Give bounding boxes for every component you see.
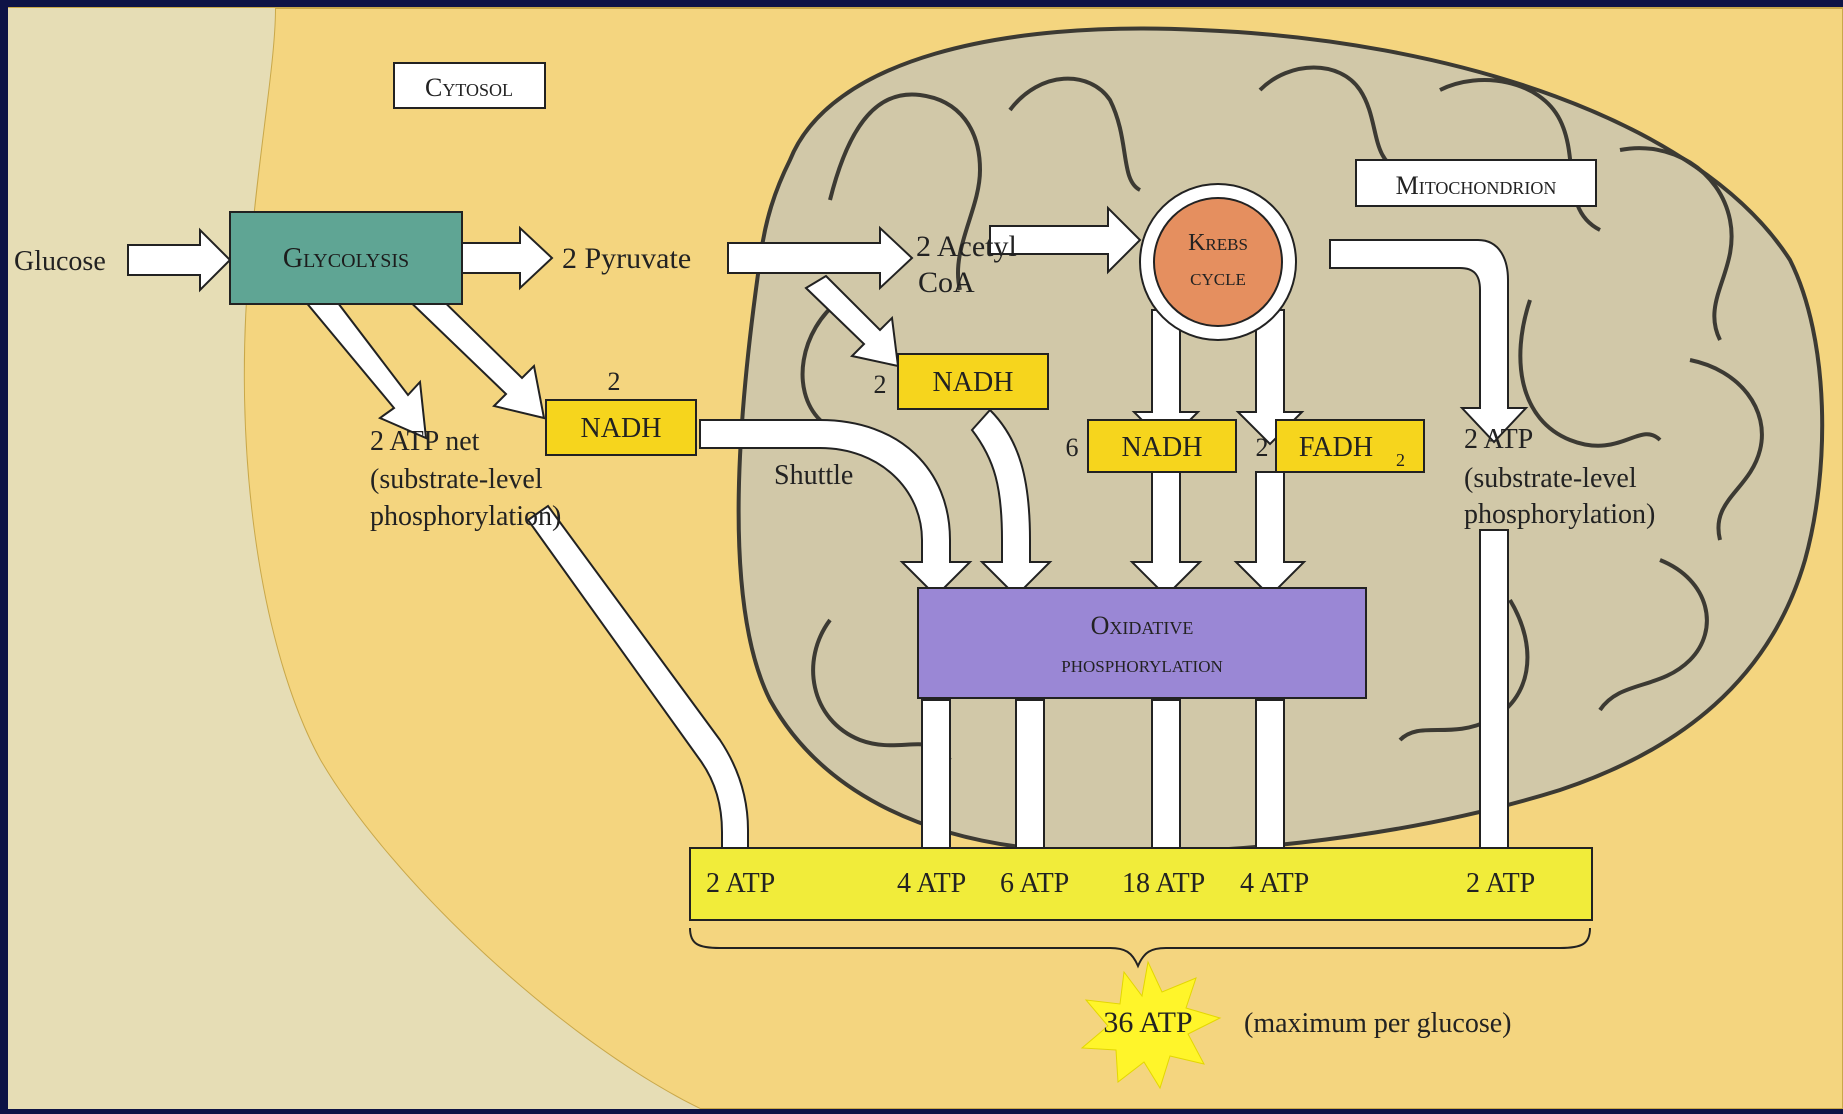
oxphos-label-line1: Oxidative: [1091, 611, 1194, 640]
krebs-atp-line2: (substrate-level: [1464, 463, 1637, 494]
oxphos-label-line2: phosphorylation: [1061, 652, 1223, 678]
cytosol-label: Cytosol: [425, 73, 513, 102]
atp-net-line2: (substrate-level: [370, 464, 543, 495]
krebs-atp-line3: phosphorylation): [1464, 499, 1655, 530]
total-note: (maximum per glucose): [1244, 1008, 1511, 1039]
atp-bar-item: 2 ATP: [706, 868, 775, 899]
atp-net-line1: 2 ATP net: [370, 426, 480, 457]
fadh-count: 2: [1256, 433, 1269, 462]
atp-bar-item: 2 ATP: [1466, 868, 1535, 899]
glucose-label: Glucose: [14, 246, 106, 277]
atp-net-line3: phosphorylation): [370, 501, 561, 532]
acetyl-coa-line1: 2 Acetyl: [916, 230, 1017, 263]
atp-bar-item: 18 ATP: [1122, 868, 1205, 899]
glycolysis-label: Glycolysis: [283, 243, 409, 274]
oxphos-box: [918, 588, 1366, 698]
krebs-label-line2: cycle: [1190, 265, 1246, 291]
nadh-glycolysis-label: NADH: [581, 413, 662, 444]
nadh-acetyl-count: 2: [874, 370, 887, 399]
atp-bar-item: 4 ATP: [1240, 868, 1309, 899]
atp-bar-item: 4 ATP: [897, 868, 966, 899]
fadh-subscript: 2: [1396, 450, 1405, 470]
krebs-core: [1154, 198, 1282, 326]
shuttle-label: Shuttle: [774, 460, 853, 491]
fadh-label: FADH: [1299, 432, 1373, 463]
krebs-label-line1: Krebs: [1188, 230, 1248, 256]
nadh-krebs-label: NADH: [1122, 432, 1203, 463]
total-atp: 36 ATP: [1103, 1006, 1192, 1039]
nadh-acetyl-label: NADH: [933, 367, 1014, 398]
acetyl-coa-line2: CoA: [918, 266, 975, 299]
krebs-atp-line1: 2 ATP: [1464, 424, 1533, 455]
nadh-krebs-count: 6: [1066, 433, 1079, 462]
pyruvate-label: 2 Pyruvate: [562, 242, 691, 275]
top-frame: [0, 0, 1843, 8]
mitochondrion-label: Mitochondrion: [1396, 171, 1557, 200]
atp-bar-item: 6 ATP: [1000, 868, 1069, 899]
krebs-cycle: Krebs cycle: [1140, 184, 1296, 340]
left-frame: [0, 0, 8, 1109]
nadh-glycolysis-count: 2: [608, 367, 621, 396]
